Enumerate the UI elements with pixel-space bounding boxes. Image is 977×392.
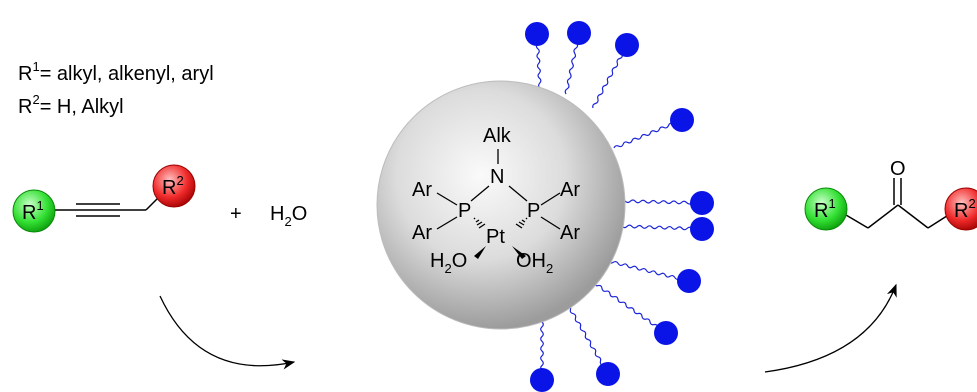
- bond-ar-bottom-right: [540, 216, 561, 230]
- r2-substituent-label: R2: [162, 173, 184, 199]
- ligand-end-ball: [690, 217, 714, 241]
- ligand-end-ball: [530, 368, 554, 392]
- ligand-chains: [535, 32, 703, 381]
- r1-definition-label: R: [18, 63, 32, 85]
- hashed-bond-p-left-pt: [473, 217, 486, 229]
- ligand-chain: [589, 279, 667, 334]
- ligand-end-ball: [615, 33, 639, 57]
- r2-definition-text: = H, Alkyl: [40, 96, 124, 118]
- bond-ar-top-right: [540, 192, 561, 206]
- ketone-product: O R1 R2: [804, 158, 977, 231]
- product-r1-label: R1: [814, 196, 836, 222]
- wedge-bond-pt-o-right: [512, 246, 526, 259]
- r1-substituent-ball: [12, 189, 56, 233]
- bond-ar-top-left: [436, 192, 458, 206]
- ligand-end-ball: [525, 22, 549, 46]
- ar-bottom-left: Ar: [412, 222, 432, 244]
- ar-top-right: Ar: [560, 179, 580, 201]
- ligand-end-ball: [654, 321, 678, 345]
- pt-complex: Alk N P P Ar Ar Ar Ar Pt: [412, 125, 580, 276]
- wedge-bond-pt-o-left: [474, 246, 486, 259]
- r1-definition-text: = alkyl, alkenyl, aryl: [40, 63, 214, 85]
- alk-label: Alk: [483, 125, 512, 147]
- r2-definition: R2= H, Alkyl: [18, 92, 124, 118]
- water-ligand-left: H2O: [430, 250, 467, 276]
- bond-n-p-left: [470, 185, 490, 202]
- ligand-end-ball: [567, 21, 591, 45]
- p-atom-right: P: [527, 200, 540, 222]
- n-atom: N: [490, 166, 504, 188]
- hashed-bond-p-right-pt: [515, 217, 528, 229]
- r1-definition-sup: 1: [32, 59, 39, 74]
- ligand-chain: [603, 258, 690, 283]
- ar-top-left: Ar: [412, 179, 432, 201]
- p-atom-left: P: [458, 200, 471, 222]
- product-bond-co-ch2: [897, 204, 929, 229]
- ligand-chain: [619, 199, 703, 205]
- r2-definition-label: R: [18, 96, 32, 118]
- ligand-end-ball: [670, 108, 694, 132]
- ligand-end-ball: [677, 269, 701, 293]
- r1-definition: R1= alkyl, alkenyl, aryl: [18, 59, 214, 85]
- bond-ar-bottom-left: [436, 216, 458, 230]
- product-r2-label: R2: [954, 196, 976, 222]
- ligand-chain: [567, 304, 609, 375]
- product-bond-r1-ch2: [845, 214, 869, 229]
- water-reactant: H2O: [270, 203, 307, 229]
- r2-substituent-ball: [152, 164, 196, 208]
- plus-sign: +: [230, 203, 242, 225]
- alkyne-reactant: R1 R2: [12, 164, 196, 233]
- water-ligand-right: OH2: [516, 250, 553, 276]
- r2-definition-sup: 2: [32, 92, 39, 107]
- nanoparticle: [376, 80, 626, 330]
- ar-bottom-right: Ar: [560, 222, 580, 244]
- reactant-arrow: [159, 295, 296, 370]
- product-arrow: [764, 283, 897, 373]
- product-bond-ch2-co: [867, 204, 899, 229]
- bond-n-p-right: [508, 185, 528, 202]
- product-r1-ball: [804, 187, 848, 231]
- r1-substituent-label: R1: [22, 198, 44, 224]
- ligand-balls: [525, 21, 714, 392]
- pt-atom: Pt: [486, 226, 505, 248]
- product-r2-ball: [944, 187, 977, 231]
- ligand-end-ball: [596, 362, 620, 386]
- ligand-end-ball: [690, 191, 714, 215]
- carbonyl-oxygen: O: [890, 158, 906, 180]
- ligand-chain: [613, 118, 683, 149]
- ligand-chain: [616, 224, 703, 231]
